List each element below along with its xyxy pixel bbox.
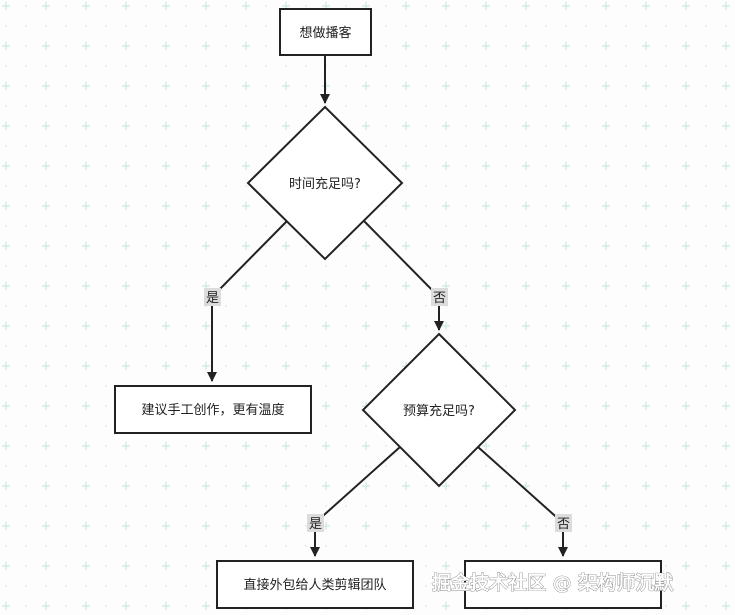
node-time-decision: 时间充足吗?	[246, 105, 404, 261]
node-start: 想做播客	[279, 8, 372, 56]
watermark-text: 掘金技术社区 @ 架构师沉默	[432, 571, 674, 594]
edge-time-yes: 是	[204, 220, 288, 382]
node-time-label: 时间充足吗?	[289, 176, 361, 192]
edge-label-bg	[555, 514, 572, 532]
edge-label-bg	[307, 514, 324, 532]
edge-label-time-yes: 是	[206, 291, 219, 306]
edge-label-budget-no: 否	[557, 517, 570, 532]
node-handmade: 建议手工创作，更有温度	[114, 385, 312, 434]
edge-budget-yes: 是	[307, 446, 401, 557]
node-handmade-label: 建议手工创作，更有温度	[141, 402, 284, 418]
node-outsource: 直接外包给人类剪辑团队	[216, 560, 414, 609]
edge-label-bg	[204, 288, 221, 306]
node-budget-decision: 预算充足吗?	[361, 332, 517, 488]
node-start-label: 想做播客	[299, 25, 351, 41]
edge-time-no: 否	[363, 220, 448, 331]
edge-label-bg	[431, 288, 448, 306]
edge-label-time-no: 否	[433, 291, 446, 306]
node-outsource-label: 直接外包给人类剪辑团队	[243, 577, 386, 593]
node-hidden-box	[464, 560, 662, 609]
edge-budget-no: 否	[477, 446, 572, 557]
node-budget-label: 预算充足吗?	[403, 403, 475, 419]
edge-label-budget-yes: 是	[309, 517, 322, 532]
